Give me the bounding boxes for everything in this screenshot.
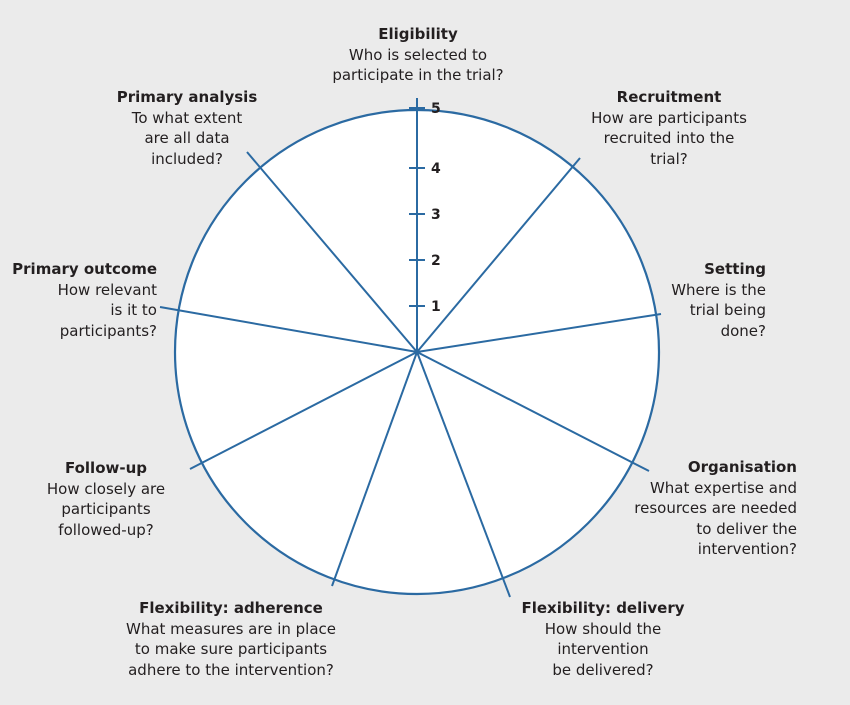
spoke-setting [416, 313, 662, 353]
domain-label-primary-outcome: Primary outcome How relevant is it to pa… [12, 259, 157, 341]
domain-label-setting: Setting Where is the trial being done? [671, 259, 766, 341]
domain-title: Flexibility: delivery [521, 599, 685, 617]
spoke-recruitment [416, 157, 581, 353]
domain-question-line: Where is the [671, 280, 766, 299]
domain-question-line: is it to [110, 301, 157, 319]
domain-label-flexibility-delivery: Flexibility: delivery How should the int… [521, 598, 684, 680]
domain-question-line: intervention? [697, 540, 797, 558]
domain-question-line: done? [720, 321, 766, 340]
domain-label-flexibility-adherence: Flexibility: adherence What measures are… [126, 598, 336, 680]
domain-question-line: to deliver the [696, 519, 797, 538]
domain-question-line: Who is selected to [348, 45, 488, 64]
spoke-organisation [416, 351, 650, 472]
domain-label-primary-analysis: Primary analysis To what extent are all … [117, 87, 258, 169]
domain-question-line: participants? [59, 321, 157, 340]
domain-question-line: included? [151, 149, 223, 168]
domain-question-line: resources are needed [634, 499, 797, 517]
domain-title: Organisation [687, 458, 797, 476]
spoke-primary-outcome [159, 306, 418, 353]
domain-question-line: trial? [650, 149, 688, 168]
domain-title: Eligibility [378, 25, 458, 43]
domain-question-line: What measures are in place [125, 619, 337, 638]
domain-question-line: to make sure participants [134, 640, 328, 658]
domain-question-line: How closely are [46, 479, 166, 498]
domain-question-line: adhere to the intervention? [128, 660, 334, 679]
domain-title: Flexibility: adherence [139, 599, 323, 617]
scale-tick-label: 3 [431, 207, 441, 223]
domain-question-line: trial being [689, 301, 766, 319]
domain-question-line: are all data [144, 129, 230, 147]
spoke-flexibility-delivery [416, 351, 511, 598]
domain-question-line: recruited into the [603, 129, 735, 147]
domain-question-line: participate in the trial? [332, 66, 504, 84]
domain-question-line: followed-up? [58, 520, 154, 539]
scale-tick-label: 4 [431, 161, 441, 177]
domain-title: Setting [704, 260, 766, 278]
scale-tick-label: 5 [431, 101, 441, 117]
spoke-follow-up [189, 351, 418, 470]
domain-label-follow-up: Follow-up How closely are participants f… [47, 458, 165, 540]
domain-label-organisation: Organisation What expertise and resource… [634, 457, 797, 560]
domain-question-line: How are participants [591, 108, 747, 127]
spoke-flexibility-adherence [331, 351, 418, 587]
domain-label-eligibility: Eligibility Who is selected to participa… [332, 24, 503, 86]
domain-label-recruitment: Recruitment How are participants recruit… [591, 87, 747, 169]
domain-question-line: How should the [544, 619, 662, 638]
domain-question-line: What expertise and [649, 478, 797, 497]
scale-tick-label: 1 [431, 299, 441, 315]
domain-question-line: To what extent [131, 108, 243, 127]
domain-question-line: intervention [557, 640, 649, 658]
domain-title: Recruitment [616, 88, 722, 106]
domain-question-line: participants [61, 500, 151, 518]
scale-tick-label: 2 [431, 253, 441, 269]
domain-question-line: How relevant [57, 280, 157, 299]
domain-title: Primary analysis [116, 88, 258, 106]
domain-question-line: be delivered? [552, 660, 654, 679]
domain-title: Primary outcome [12, 260, 157, 278]
domain-title: Follow-up [64, 459, 148, 477]
spoke-primary-analysis [246, 151, 418, 353]
